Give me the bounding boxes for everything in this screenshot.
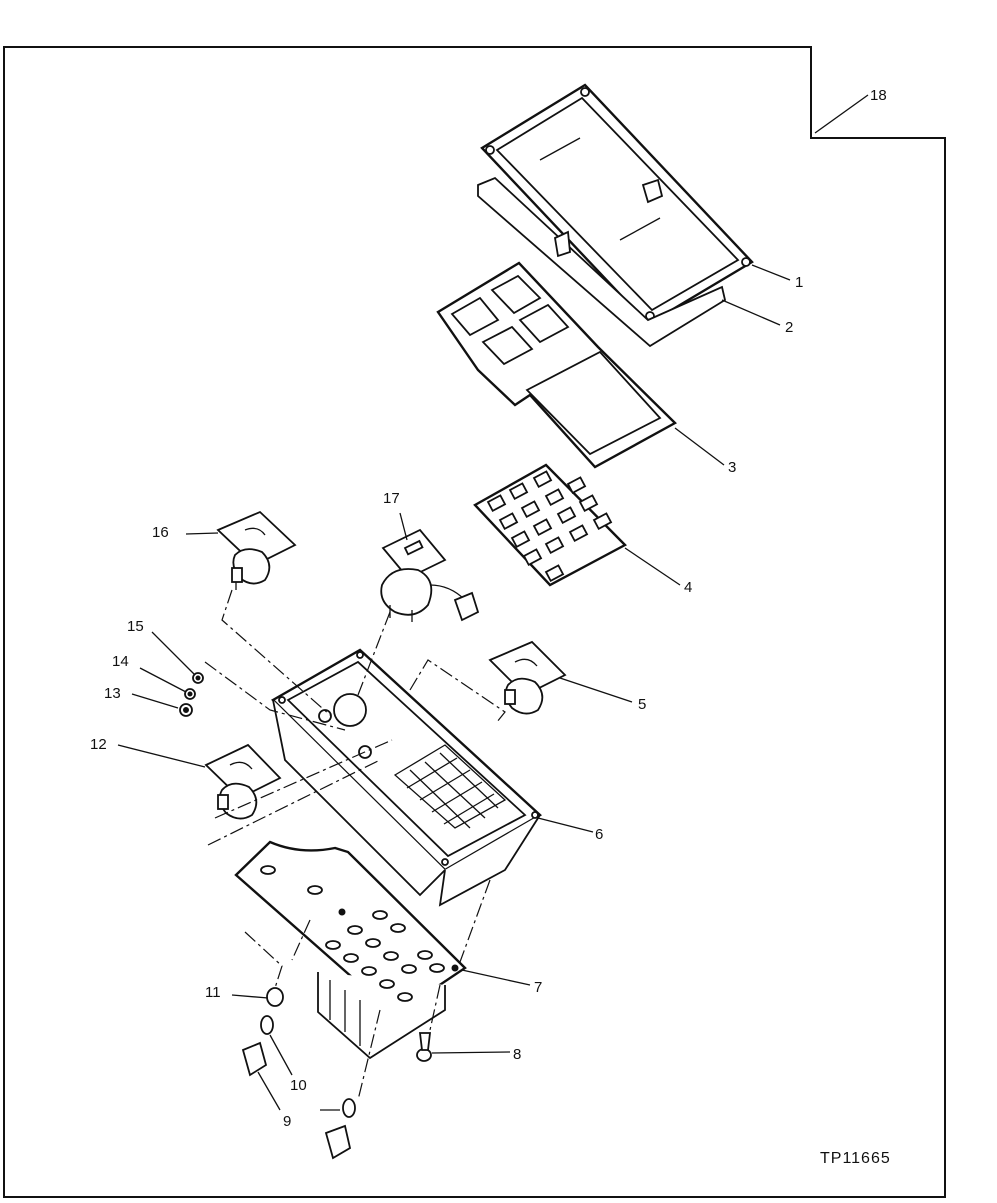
part-6-housing [271, 648, 543, 907]
part-3-window-mask [436, 261, 677, 469]
part-11-plug [266, 987, 284, 1007]
leader-lines [117, 94, 869, 1111]
part-13-nut [179, 703, 193, 717]
figure-code: TP11665 [820, 1150, 891, 1167]
assembly-dashed-lines [204, 589, 506, 1101]
callout-7: 7 [534, 979, 542, 996]
callout-13: 13 [104, 685, 121, 702]
callout-6: 6 [595, 826, 603, 843]
part-4-indicator-grid [473, 463, 627, 587]
callout-14: 14 [112, 653, 129, 670]
callout-17: 17 [383, 490, 400, 507]
part-1-bezel-frame [480, 83, 754, 326]
callout-9: 9 [283, 1113, 291, 1130]
part-2-lens-plate [477, 176, 727, 348]
part-5-gauge [488, 640, 567, 715]
part-8-screw [416, 1032, 432, 1062]
callout-15: 15 [127, 618, 144, 635]
part-12-gauge [204, 743, 282, 820]
part-14-washer [184, 688, 196, 700]
callout-5: 5 [638, 696, 646, 713]
part-17-center-gauge [380, 528, 480, 622]
frame-border [3, 46, 946, 1198]
callout-8: 8 [513, 1046, 521, 1063]
callout-12: 12 [90, 736, 107, 753]
callout-2: 2 [785, 319, 793, 336]
part-9-socket [241, 1041, 352, 1160]
callout-11: 11 [205, 984, 221, 1001]
callout-16: 16 [152, 524, 169, 541]
part-10-bulb [260, 1015, 356, 1118]
callout-4: 4 [684, 579, 692, 596]
part-15-nut [192, 672, 204, 684]
callout-3: 3 [728, 459, 736, 476]
callout-10: 10 [290, 1077, 307, 1094]
part-7-circuit-board [234, 840, 467, 1060]
part-16-gauge [216, 510, 297, 590]
callout-1: 1 [795, 274, 803, 291]
callout-18: 18 [870, 87, 887, 104]
